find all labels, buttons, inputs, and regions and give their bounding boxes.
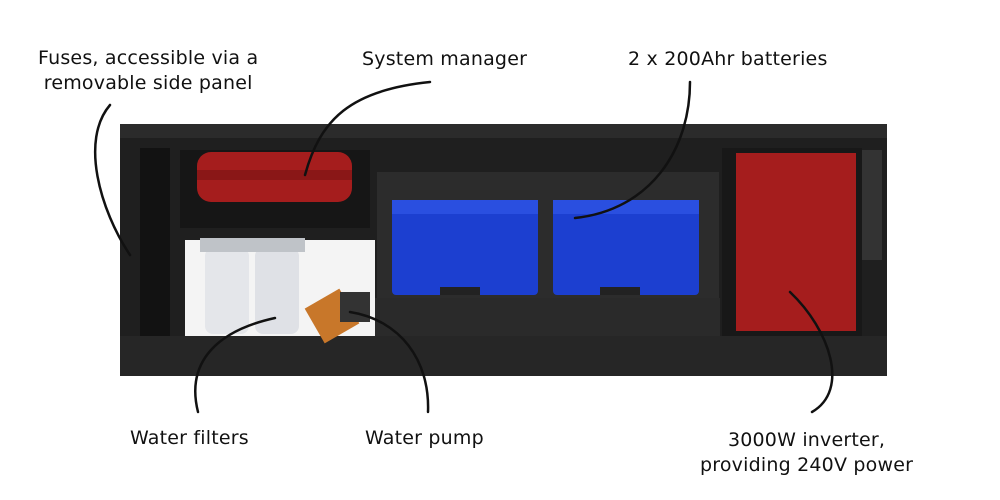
batteries-label: 2 x 200Ahr batteries: [628, 48, 828, 70]
leader-lines: [93, 80, 834, 414]
batteries: [377, 172, 719, 298]
fuses-label-line1: Fuses, accessible via a: [38, 47, 259, 69]
inverter-label: 3000W inverter, providing 240V power: [700, 428, 913, 478]
water-pump: [304, 288, 370, 344]
system-manager: [180, 150, 370, 228]
water-filters: [200, 238, 305, 334]
system-manager-label: System manager: [362, 48, 528, 70]
inverter: [722, 148, 862, 336]
inverter-label-line2: providing 240V power: [700, 454, 914, 476]
fuses-label-line2: removable side panel: [43, 72, 253, 94]
inverter-label-line1: 3000W inverter,: [727, 429, 886, 451]
fuses-label: Fuses, accessible via a removable side p…: [38, 46, 258, 96]
water-pump-label: Water pump: [365, 427, 484, 449]
water-filters-label: Water filters: [130, 427, 249, 449]
